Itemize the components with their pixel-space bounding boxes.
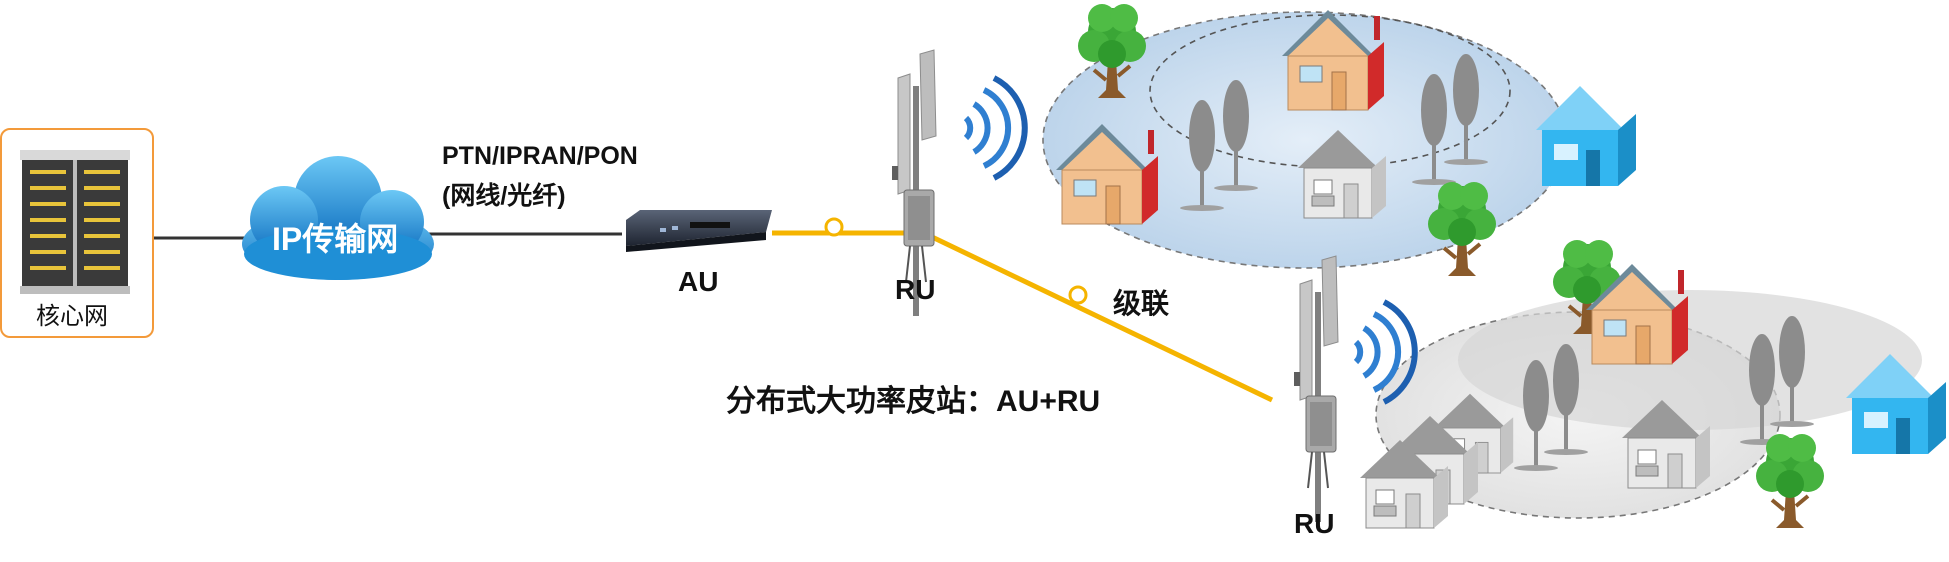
ru-antenna-icon xyxy=(1293,255,1339,523)
fiber-coil-icon xyxy=(824,217,844,237)
transport-label-line2: (网线/光纤) xyxy=(442,182,566,210)
tree-icon xyxy=(1426,180,1498,278)
ru-label-bottom: RU xyxy=(1294,508,1335,539)
cascade-fiber xyxy=(928,233,1274,403)
tree-icon xyxy=(1754,432,1826,530)
cascade-label: 级联 xyxy=(1113,288,1170,319)
core-network-label: 核心网 xyxy=(36,303,108,330)
server-rack-icon xyxy=(20,150,130,294)
caption: 分布式大功率皮站：AU+RU xyxy=(726,385,1101,418)
au-label: AU xyxy=(678,266,719,297)
transport-label-line1: PTN/IPRAN/PON xyxy=(442,142,638,170)
au-device-icon xyxy=(626,210,772,252)
fiber-coil-icon xyxy=(1068,285,1088,305)
cloud-icon xyxy=(242,156,434,280)
cloud-label: IP传输网 xyxy=(272,221,399,257)
signal-icon xyxy=(966,78,1025,178)
ru-label-top: RU xyxy=(895,274,936,305)
